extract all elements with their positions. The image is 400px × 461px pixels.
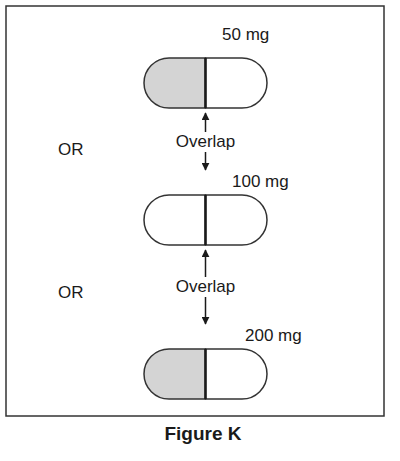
dose-label: 200 mg — [245, 326, 302, 346]
dose-label: 50 mg — [222, 25, 269, 45]
capsule-left-half — [144, 349, 206, 399]
capsule-seam — [204, 58, 207, 108]
figure-caption: Figure K — [164, 423, 241, 445]
dose-label: 100 mg — [232, 172, 289, 192]
capsule-right-half — [206, 349, 268, 399]
frame-border — [6, 6, 384, 416]
capsule-seam — [204, 195, 207, 245]
capsule-node: 200 mg — [143, 326, 328, 400]
capsule-shape — [143, 57, 268, 109]
capsule-right-half — [206, 195, 268, 245]
capsule-node: 50 mg — [143, 25, 328, 109]
capsule-left-half — [144, 58, 206, 108]
capsule-left-half — [144, 195, 206, 245]
capsule-seam — [204, 349, 207, 399]
overlap-label: Overlap — [173, 277, 239, 297]
or-label: OR — [58, 140, 84, 160]
capsule-shape — [143, 194, 268, 246]
or-label: OR — [58, 283, 84, 303]
capsule-right-half — [206, 58, 268, 108]
capsule-shape — [143, 348, 268, 400]
overlap-label: Overlap — [173, 132, 239, 152]
capsule-node: 100 mg — [143, 172, 328, 246]
